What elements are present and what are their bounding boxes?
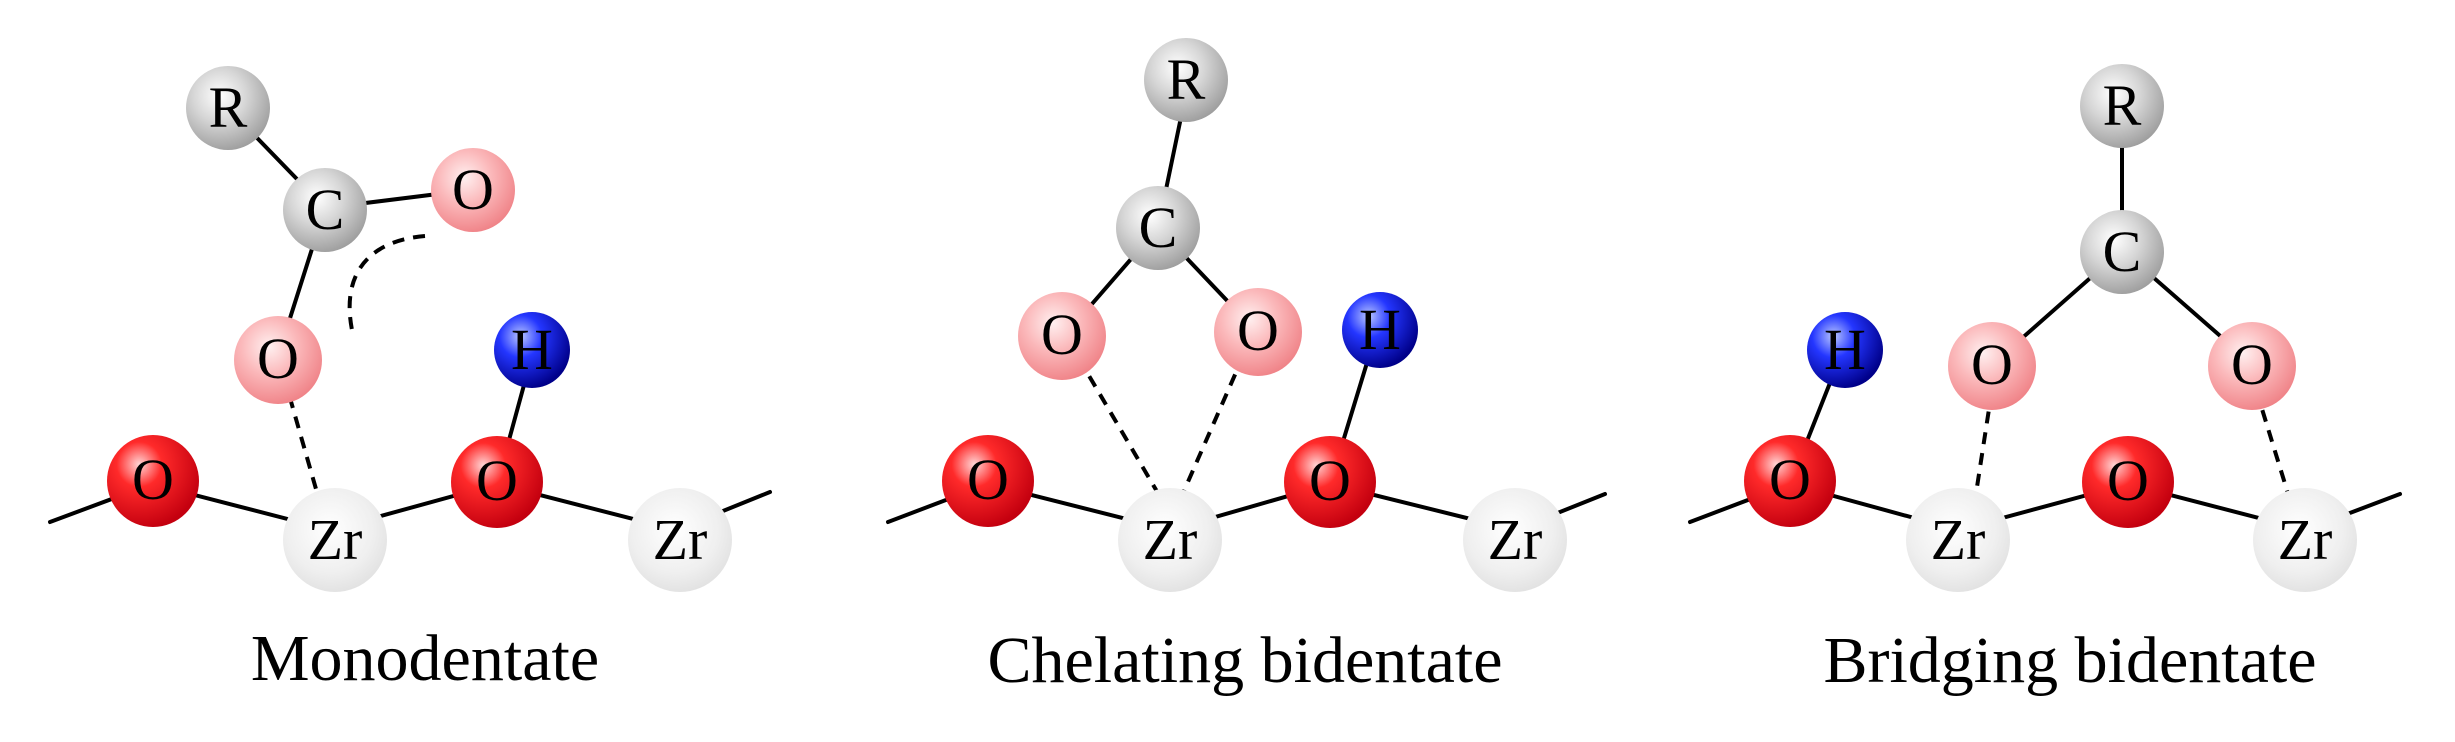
zr-label: Zr xyxy=(1143,507,1198,572)
oxygen-label: O xyxy=(476,448,518,513)
oxygen-label: O xyxy=(1237,298,1279,363)
carbon-atom xyxy=(283,168,367,252)
oxygen-label: O xyxy=(2107,448,2149,513)
hydroxyl-oxygen-atom xyxy=(1284,436,1376,528)
surface-oxygen-atom xyxy=(2082,436,2174,528)
carbon-atom xyxy=(1116,186,1200,270)
oxygen-label: O xyxy=(1309,448,1351,513)
hydrogen-label: H xyxy=(1824,317,1866,382)
r-group-atom xyxy=(186,66,270,150)
hydroxyl-oxygen-atom xyxy=(1744,435,1836,527)
hydrogen-label: H xyxy=(511,317,553,382)
carbon-label: C xyxy=(306,177,345,242)
carboxyl-oxygen-atom xyxy=(2208,322,2296,410)
zr-label: Zr xyxy=(653,507,708,572)
oxygen-label: O xyxy=(132,447,174,512)
panel-chelating-bidentate: Zr Zr O O H O O C R Chelating bidentate xyxy=(886,38,1607,697)
carboxyl-oxygen-atom xyxy=(1018,292,1106,380)
oxygen-label: O xyxy=(452,157,494,222)
panel-monodentate: Zr Zr O O H O O C R Monodentate xyxy=(48,66,772,695)
zr-label: Zr xyxy=(1931,507,1986,572)
r-group-atom xyxy=(1144,38,1228,122)
zr-atom xyxy=(628,488,732,592)
oxygen-label: O xyxy=(257,326,299,391)
carbon-label: C xyxy=(2103,219,2142,284)
carboxyl-oxygen-atom xyxy=(1948,322,2036,410)
r-group-label: R xyxy=(2103,73,2142,138)
oxygen-label: O xyxy=(2231,332,2273,397)
hydrogen-label: H xyxy=(1359,297,1401,362)
carboxyl-oxygen-atom xyxy=(234,316,322,404)
resonance-arc xyxy=(347,234,426,331)
r-group-label: R xyxy=(1167,47,1206,112)
caption-chelating-bidentate: Chelating bidentate xyxy=(987,624,1502,697)
zr-atom xyxy=(283,488,387,592)
hydrogen-atom xyxy=(1807,312,1883,388)
zr-label: Zr xyxy=(308,507,363,572)
oxygen-label: O xyxy=(1041,302,1083,367)
surface-oxygen-atom xyxy=(107,435,199,527)
hydroxyl-oxygen-atom xyxy=(451,436,543,528)
carbon-label: C xyxy=(1139,195,1178,260)
zr-atom xyxy=(2253,488,2357,592)
oxygen-label: O xyxy=(1971,332,2013,397)
r-group-label: R xyxy=(209,75,248,140)
oxygen-label: O xyxy=(1769,447,1811,512)
caption-bridging-bidentate: Bridging bidentate xyxy=(1823,624,2316,697)
zr-label: Zr xyxy=(2278,507,2333,572)
panel-bridging-bidentate: Zr Zr O O H O O C R Bridging bidentate xyxy=(1688,64,2402,697)
carbon-atom xyxy=(2080,210,2164,294)
zr-atom xyxy=(1118,488,1222,592)
zr-atom xyxy=(1906,488,2010,592)
carboxyl-oxygen-atom xyxy=(1214,288,1302,376)
zr-atom xyxy=(1463,488,1567,592)
zr-label: Zr xyxy=(1488,507,1543,572)
hydrogen-atom xyxy=(494,312,570,388)
oxygen-label: O xyxy=(967,447,1009,512)
hydrogen-atom xyxy=(1342,292,1418,368)
caption-monodentate: Monodentate xyxy=(251,622,599,695)
r-group-atom xyxy=(2080,64,2164,148)
surface-oxygen-atom xyxy=(942,435,1034,527)
carboxyl-oxygen-atom xyxy=(431,148,515,232)
